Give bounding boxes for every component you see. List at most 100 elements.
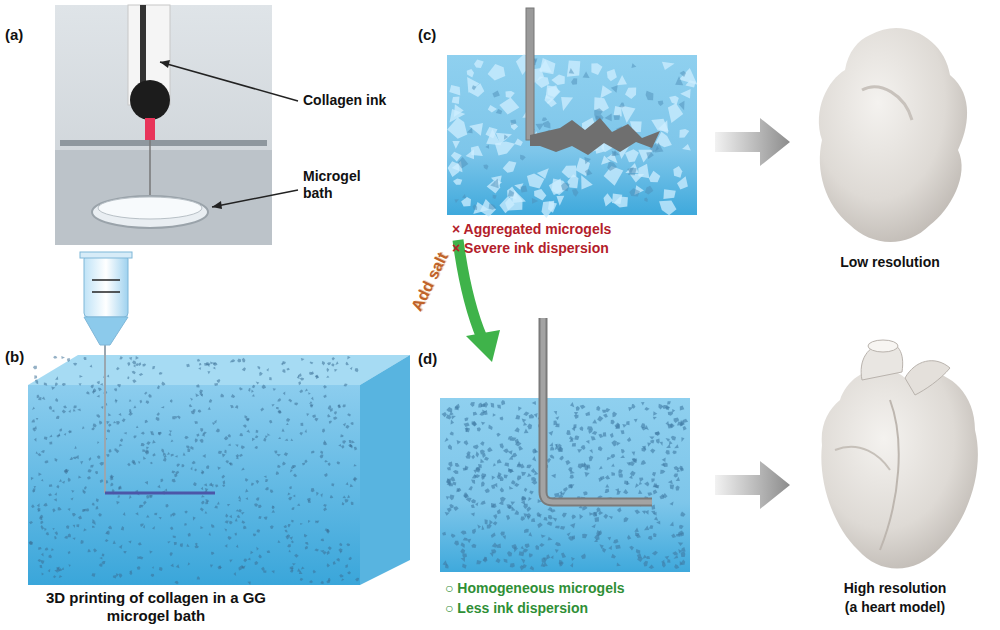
microgel	[637, 553, 642, 558]
microgel	[496, 544, 501, 548]
microgel	[682, 144, 691, 151]
microgel	[473, 204, 478, 210]
microgel	[514, 510, 519, 515]
microgel	[480, 501, 485, 505]
microgel	[310, 404, 313, 407]
microgel	[320, 451, 323, 455]
microgel	[508, 190, 515, 197]
microgel	[235, 444, 238, 447]
microgel	[596, 507, 600, 512]
microgel	[456, 488, 459, 492]
syringe-barrel	[84, 255, 128, 317]
microgel	[584, 157, 591, 164]
microgel	[210, 564, 213, 567]
microgel	[315, 520, 318, 523]
microgel	[265, 479, 268, 482]
microgel	[51, 548, 54, 551]
microgel	[199, 389, 203, 393]
microgel	[136, 425, 139, 428]
microgel	[116, 573, 119, 577]
microgel	[625, 88, 636, 99]
microgel	[121, 526, 124, 530]
microgel	[483, 557, 488, 562]
microgel	[37, 508, 41, 512]
microgel	[493, 514, 497, 520]
microgel	[514, 483, 519, 487]
microgel	[675, 76, 683, 85]
microgel	[576, 406, 580, 411]
microgel	[108, 526, 112, 530]
microgel	[345, 499, 349, 503]
microgel	[679, 525, 684, 529]
microgel	[297, 503, 300, 506]
microgel	[260, 408, 264, 412]
microgel	[512, 437, 517, 441]
microgel	[43, 503, 47, 507]
microgel	[629, 546, 634, 551]
microgel	[289, 549, 291, 552]
microgel	[137, 566, 141, 570]
microgel	[672, 451, 676, 455]
microgel	[150, 551, 153, 554]
microgel	[680, 421, 684, 427]
microgel	[200, 526, 203, 529]
microgel	[600, 85, 612, 98]
microgel	[81, 540, 84, 544]
microgel	[186, 544, 189, 547]
microgel	[40, 565, 43, 568]
microgel	[267, 550, 271, 553]
microgel	[523, 412, 529, 416]
microgel	[243, 526, 247, 530]
microgel	[117, 384, 121, 388]
microgel	[449, 85, 460, 96]
microgel	[286, 535, 290, 539]
microgel	[338, 444, 341, 447]
microgel	[311, 397, 314, 401]
microgel	[491, 485, 495, 489]
microgel	[652, 504, 656, 509]
microgel	[458, 157, 469, 168]
microgel	[650, 440, 654, 444]
microgel	[107, 375, 110, 378]
microgel	[476, 560, 481, 564]
microgel	[676, 477, 680, 481]
microgel	[339, 543, 342, 546]
microgel	[102, 553, 105, 556]
microgel-bath	[447, 55, 697, 215]
microgel	[607, 162, 617, 171]
microgel	[489, 520, 493, 526]
microgel	[653, 490, 658, 495]
microgel	[618, 473, 623, 477]
microgel	[584, 466, 588, 470]
microgel	[628, 407, 633, 411]
microgel	[355, 578, 359, 582]
microgel	[61, 567, 64, 570]
microgel	[500, 532, 505, 536]
microgel	[289, 486, 292, 489]
microgel	[214, 506, 217, 509]
microgel	[340, 434, 343, 437]
microgel	[496, 133, 512, 145]
microgel	[277, 398, 281, 402]
microgel	[493, 521, 498, 525]
microgel	[194, 421, 198, 424]
microgel	[91, 385, 94, 389]
microgel	[450, 477, 455, 482]
microgel	[511, 502, 516, 506]
microgel	[54, 570, 57, 573]
microgel	[256, 497, 259, 500]
microgel	[194, 468, 197, 471]
microgel	[512, 453, 518, 457]
syringe-flange	[80, 252, 132, 258]
microgel	[338, 548, 342, 552]
microgel	[93, 548, 97, 552]
microgel	[119, 486, 122, 490]
microgel	[246, 429, 250, 432]
microgel	[598, 511, 603, 515]
microgel	[172, 471, 176, 474]
microgel	[261, 567, 265, 571]
microgel	[294, 554, 299, 558]
microgel	[113, 421, 116, 423]
microgel	[680, 560, 685, 566]
microgel	[225, 520, 229, 523]
